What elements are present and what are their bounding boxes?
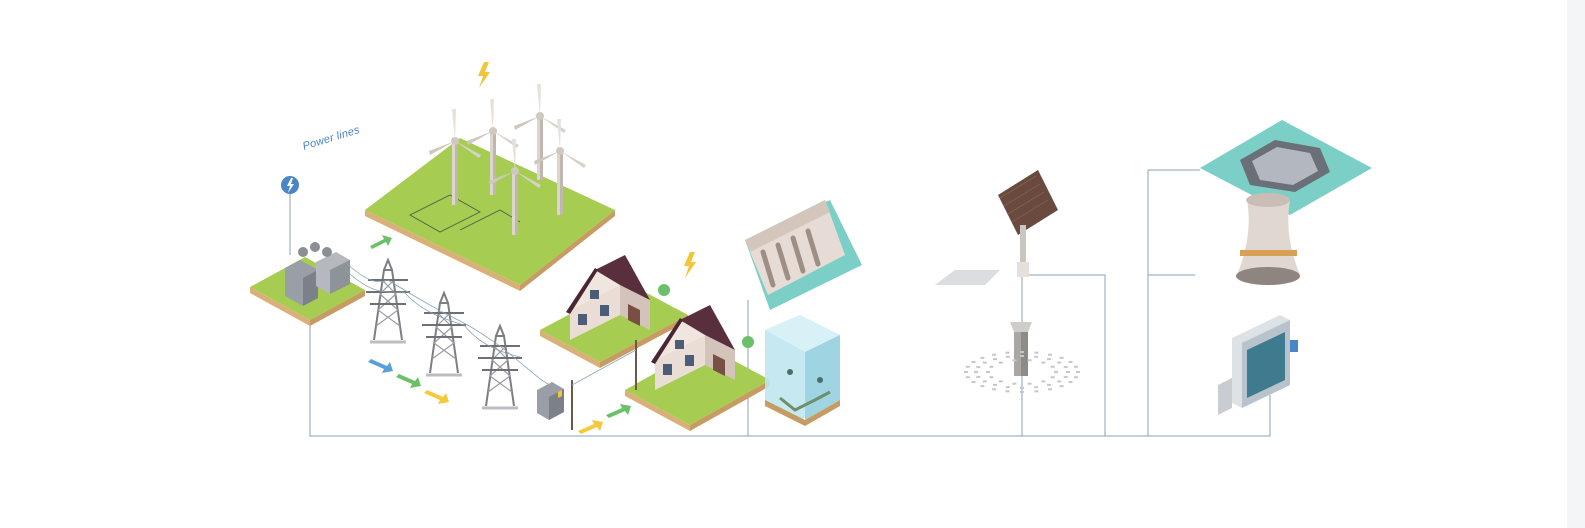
energy-flow-arrows — [368, 235, 631, 434]
heliostat-mirror — [1063, 366, 1068, 369]
heliostat-mirror — [1012, 382, 1017, 385]
heliostat-mirror — [1005, 386, 1010, 389]
battery-storage — [1218, 315, 1298, 415]
heliostat-mirror — [1005, 390, 1010, 393]
heliostat-mirror — [1068, 361, 1073, 363]
heliostat-mirror — [1074, 376, 1079, 379]
solar-power-tower — [964, 322, 1080, 393]
heliostat-mirror — [965, 365, 970, 368]
heliostat-mirror — [1034, 390, 1039, 393]
heliostat-mirror — [1005, 355, 1010, 358]
distribution-transformer — [537, 380, 573, 430]
heliostat-mirror — [998, 361, 1003, 364]
heliostat-mirror — [992, 353, 996, 356]
heliostat-mirror — [1027, 359, 1032, 362]
heliostat-mirror — [1048, 388, 1052, 391]
tidal-turbine-tank — [765, 315, 840, 426]
heliostat-mirror — [1074, 365, 1079, 368]
heliostat-mirror — [1041, 380, 1046, 383]
heliostat-mirror — [982, 361, 987, 364]
heliostat-mirror — [974, 371, 978, 373]
heliostat-mirror — [1012, 359, 1017, 362]
heliostat-mirror — [1047, 358, 1051, 361]
heliostat-mirror — [1005, 351, 1010, 354]
heliostat-mirror — [1063, 375, 1068, 378]
heliostat-mirror — [971, 381, 976, 383]
heliostat-mirror — [1020, 391, 1024, 393]
substation — [250, 242, 365, 326]
wind-bolt-icon — [478, 62, 490, 88]
heliostat-mirror — [976, 366, 981, 369]
solar-tracker — [935, 170, 1058, 285]
heliostat-mirror — [993, 358, 997, 361]
heliostat-mirror — [1050, 365, 1055, 368]
heliostat-mirror — [989, 365, 994, 368]
heliostat-mirror — [1059, 356, 1064, 359]
heliostat-mirror — [1020, 351, 1024, 353]
heliostat-mirror — [980, 385, 985, 388]
heliostat-mirror — [1050, 376, 1055, 379]
heliostat-mirror — [986, 371, 990, 373]
power-lines-marker[interactable] — [281, 176, 299, 194]
wind-farm — [365, 84, 615, 291]
heliostat-mirror — [1068, 381, 1073, 383]
heliostat-mirror — [1027, 382, 1032, 385]
heliostat-mirror — [1057, 380, 1062, 383]
residential-houses — [540, 255, 770, 431]
heliostat-mirror — [976, 375, 981, 378]
heliostat-mirror — [971, 361, 976, 363]
heliostat-mirror — [998, 380, 1003, 383]
heliostat-mirror — [1047, 383, 1051, 386]
heliostat-mirror — [1057, 361, 1062, 364]
transmission-pylons — [344, 258, 549, 410]
heliostat-mirror — [992, 388, 996, 391]
heliostat-mirror — [1034, 355, 1039, 358]
heliostat-mirror — [1048, 353, 1052, 356]
heliostat-mirror — [1076, 371, 1080, 373]
heliostat-mirror — [993, 383, 997, 386]
heliostat-mirror — [1034, 386, 1039, 389]
hydro-dam — [745, 200, 862, 310]
heliostat-mirror — [965, 376, 970, 379]
heliostat-mirror — [1020, 355, 1024, 357]
heliostat-mirror — [1034, 351, 1039, 354]
heliostat-mirror — [989, 376, 994, 379]
heliostat-mirror — [1020, 387, 1024, 389]
heliostat-mirror — [980, 356, 985, 359]
house-bolt-icon — [684, 252, 696, 278]
heliostat-mirror — [1059, 385, 1064, 388]
heliostat-mirror — [1054, 371, 1058, 373]
page-edge-strip — [1567, 0, 1585, 528]
heliostat-mirror — [1041, 361, 1046, 364]
nuclear-plant — [1200, 120, 1372, 285]
heliostat-mirror — [982, 380, 987, 383]
heliostat-mirror — [964, 371, 968, 373]
heliostat-mirror — [1066, 371, 1070, 373]
